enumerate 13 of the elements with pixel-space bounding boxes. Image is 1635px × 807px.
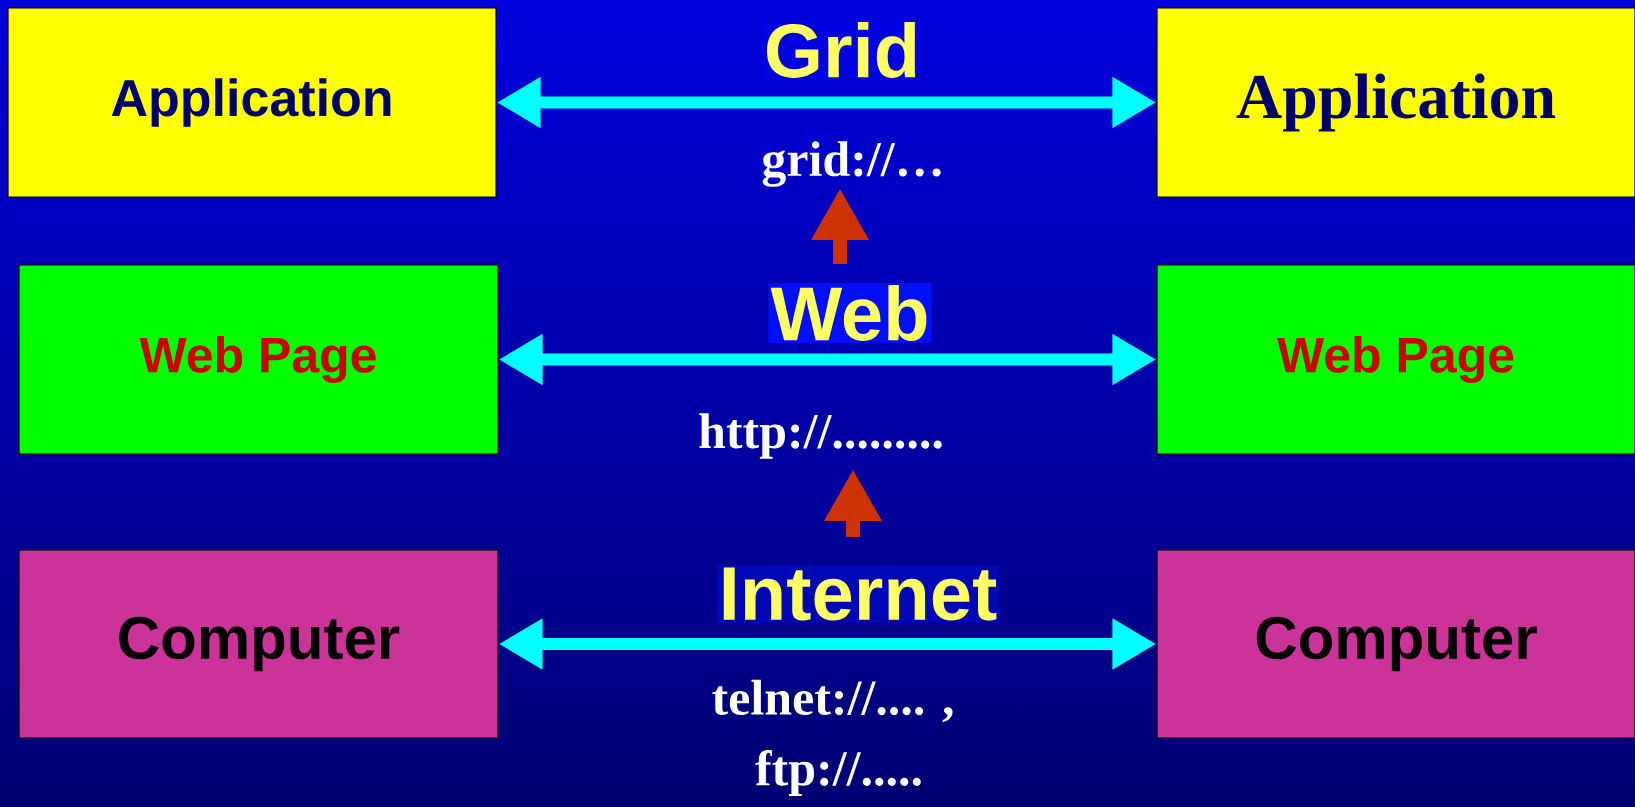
text-box: Web Page <box>18 264 499 455</box>
text-box: Computer <box>1156 549 1635 739</box>
url-text: ftp://..... <box>755 750 921 796</box>
text-box: Computer <box>18 549 499 739</box>
edge-label: Internet <box>716 565 1000 623</box>
url-text: http://......... <box>699 413 942 459</box>
text-box: Application <box>1156 7 1635 198</box>
url-text: grid://… <box>762 141 941 187</box>
edge-label: Grid <box>761 20 923 80</box>
edge-label: Web <box>768 283 932 343</box>
url-text: telnet://.... , <box>712 679 953 723</box>
text-box: Web Page <box>1156 264 1635 455</box>
text-box: Application <box>7 7 497 198</box>
